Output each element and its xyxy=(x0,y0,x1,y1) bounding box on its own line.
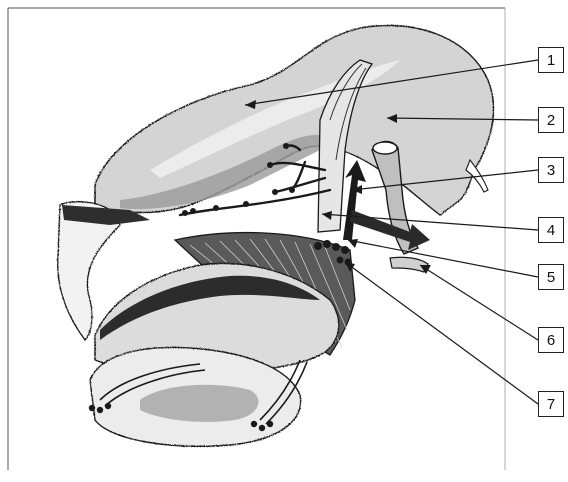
leader-line-5 xyxy=(348,240,538,277)
label-2-text: 2 xyxy=(547,112,555,129)
label-4: 4 xyxy=(538,217,564,243)
label-1-text: 1 xyxy=(547,52,555,69)
tube-opening xyxy=(373,142,397,154)
label-7-text: 7 xyxy=(547,396,555,413)
leader-line-7 xyxy=(345,262,538,404)
label-3-text: 3 xyxy=(547,162,555,179)
right-stub xyxy=(390,257,428,272)
label-1: 1 xyxy=(538,47,564,73)
arrow-up xyxy=(343,160,366,240)
label-5: 5 xyxy=(538,264,564,290)
label-7: 7 xyxy=(538,391,564,417)
label-6: 6 xyxy=(538,327,564,353)
label-2: 2 xyxy=(538,107,564,133)
label-4-text: 4 xyxy=(547,222,555,239)
leader-line-6 xyxy=(420,265,538,340)
label-5-text: 5 xyxy=(547,269,555,286)
label-3: 3 xyxy=(538,157,564,183)
label-6-text: 6 xyxy=(547,332,555,349)
